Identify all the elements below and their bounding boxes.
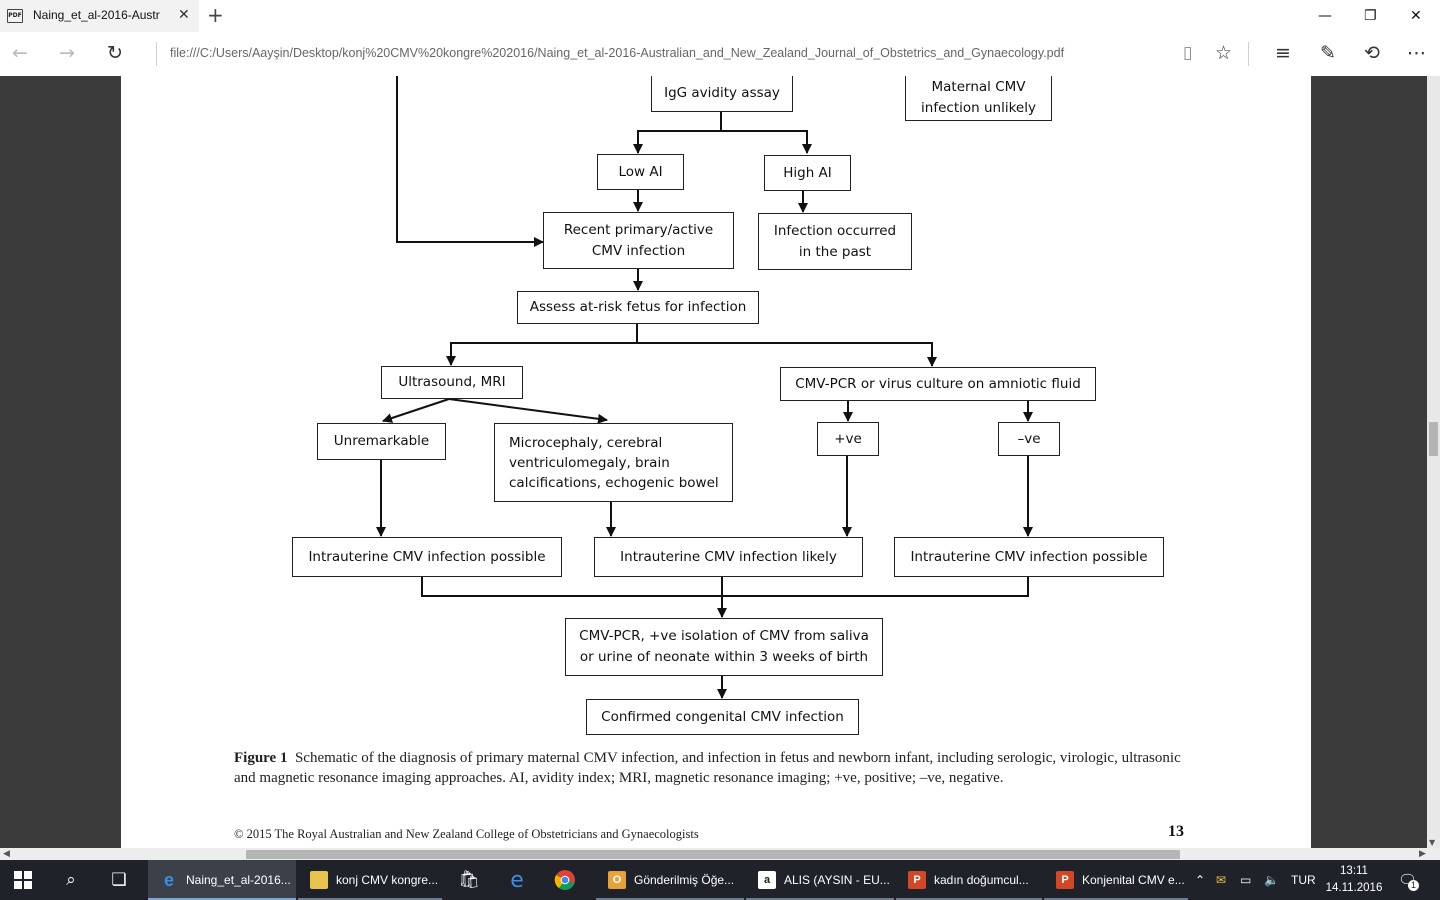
hub-icon[interactable]: ≡ [1275, 42, 1291, 64]
copyright-footer: © 2015 The Royal Australian and New Zeal… [234, 827, 699, 841]
tab-title: Naing_et_al-2016-Austr [33, 8, 160, 22]
vertical-scrollbar[interactable] [1427, 76, 1440, 848]
horizontal-scroll-thumb[interactable] [246, 850, 1180, 859]
scroll-left-icon[interactable]: ◀ [3, 849, 10, 859]
scroll-down-icon[interactable]: ▼ [1429, 838, 1436, 847]
restore-icon[interactable]: ❐ [1364, 8, 1377, 24]
assess-fetus-box: Assess at-risk fetus for infection [517, 291, 759, 324]
taskbar-app-edge-pdf[interactable]: e Naing_et_al-2016... [148, 860, 296, 900]
neonate-pcr-box: CMV-PCR, +ve isolation of CMV from saliv… [565, 618, 883, 676]
edge-pinned-icon[interactable]: e [510, 867, 524, 893]
running-indicator [746, 898, 894, 900]
igg-avidity-box: IgG avidity assay [651, 76, 793, 112]
high-ai-box: High AI [764, 155, 851, 191]
possible-left-box: Intrauterine CMV infection possible [292, 537, 562, 577]
viewer-margin-right [1311, 76, 1427, 848]
running-indicator [896, 898, 1042, 900]
mail-tray-icon[interactable]: ✉ [1216, 873, 1227, 887]
viewer-margin-left [0, 76, 121, 848]
windows-taskbar: ⌕ ❏ e Naing_et_al-2016... konj CMV kongr… [0, 860, 1440, 900]
taskbar-app-label: Konjenital CMV e... [1082, 873, 1185, 887]
minimize-icon[interactable]: — [1318, 8, 1332, 24]
web-note-icon[interactable]: ✎ [1320, 42, 1336, 64]
pdf-viewer: ▼ [0, 76, 1440, 848]
positive-box: +ve [817, 422, 879, 456]
running-indicator [298, 898, 442, 900]
possible-right-box: Intrauterine CMV infection possible [894, 537, 1164, 577]
powerpoint-icon: P [1056, 871, 1074, 889]
figure-caption-text: Schematic of the diagnosis of primary ma… [234, 750, 1181, 786]
taskbar-app-label: konj CMV kongre... [336, 873, 439, 887]
taskbar-app-explorer[interactable]: konj CMV kongre... [298, 860, 442, 900]
task-view-icon[interactable]: ❏ [111, 870, 127, 890]
folder-icon [310, 871, 328, 889]
notification-badge: 1 [1408, 880, 1419, 891]
taskbar-app-label: Naing_et_al-2016... [186, 873, 291, 887]
clock-time: 13:11 [1340, 865, 1368, 877]
address-separator [156, 42, 157, 66]
figure-caption: Figure 1 Schematic of the diagnosis of p… [234, 748, 1199, 788]
outlook-icon: O [608, 871, 626, 889]
browser-titlebar: PDF Naing_et_al-2016-Austr ✕ + — ❐ ✕ [0, 0, 1440, 32]
edge-icon: e [163, 869, 174, 890]
reading-view-icon[interactable]: ▯ [1183, 43, 1193, 63]
pdf-icon: PDF [7, 9, 23, 23]
taskbar-app-powerpoint-2[interactable]: P Konjenital CMV e... [1044, 860, 1188, 900]
network-icon[interactable]: ▭ [1240, 873, 1252, 887]
active-indicator [148, 898, 296, 900]
windows-start-icon[interactable] [0, 860, 46, 900]
negative-box: –ve [998, 422, 1060, 456]
low-ai-box: Low AI [597, 154, 684, 190]
clock-date: 14.11.2016 [1325, 882, 1383, 894]
chrome-icon[interactable] [542, 860, 588, 900]
search-icon[interactable]: ⌕ [66, 870, 76, 890]
taskbar-app-label: ALIS (AYSIN - EU... [784, 873, 890, 887]
vertical-scroll-thumb[interactable] [1429, 422, 1438, 456]
taskbar-app-outlook[interactable]: O Gönderilmiş Öğe... [596, 860, 744, 900]
flowchart-connectors [376, 76, 1033, 699]
close-tab-icon[interactable]: ✕ [178, 7, 190, 23]
taskbar-app-label: kadın doğumcul... [934, 873, 1029, 887]
unremarkable-box: Unremarkable [317, 423, 446, 460]
taskbar-app-powerpoint-1[interactable]: P kadın doğumcul... [896, 860, 1042, 900]
figure-label: Figure 1 [234, 750, 288, 766]
store-icon[interactable]: 🛍 [458, 870, 480, 890]
alis-icon: a [758, 871, 776, 889]
favorite-star-icon[interactable]: ☆ [1215, 42, 1233, 64]
close-window-icon[interactable]: ✕ [1410, 8, 1422, 24]
powerpoint-icon: P [908, 871, 926, 889]
running-indicator [1044, 898, 1188, 900]
confirmed-box: Confirmed congenital CMV infection [586, 699, 859, 735]
likely-box: Intrauterine CMV infection likely [594, 537, 863, 577]
taskbar-app-alis[interactable]: a ALIS (AYSIN - EU... [746, 860, 894, 900]
toolbar-separator [1248, 42, 1249, 66]
taskbar-clock[interactable]: 13:11 14.11.2016 [1322, 863, 1386, 897]
back-icon[interactable]: ← [12, 42, 28, 64]
ultrasound-mri-box: Ultrasound, MRI [381, 366, 523, 399]
running-indicator [596, 898, 744, 900]
recent-primary-box: Recent primary/active CMV infection [543, 212, 734, 269]
cmv-pcr-amniotic-box: CMV-PCR or virus culture on amniotic flu… [780, 367, 1096, 401]
address-bar[interactable]: file:///C:/Users/Aayşin/Desktop/konj%20C… [170, 46, 1065, 60]
language-indicator[interactable]: TUR [1291, 873, 1316, 887]
microcephaly-box: Microcephaly, cerebral ventriculomegaly,… [494, 423, 733, 502]
tray-overflow-icon[interactable]: ⌃ [1195, 873, 1206, 887]
taskbar-app-label: Gönderilmiş Öğe... [634, 873, 735, 887]
forward-icon[interactable]: → [59, 42, 75, 64]
infection-past-box: Infection occurred in the past [758, 213, 912, 270]
maternal-unlikely-box: Maternal CMV infection unlikely [905, 76, 1052, 121]
share-icon[interactable]: ⟲ [1364, 42, 1380, 64]
more-icon[interactable]: ⋯ [1407, 42, 1426, 64]
browser-navbar: ← → ↻ file:///C:/Users/Aayşin/Desktop/ko… [0, 32, 1440, 77]
browser-tab[interactable]: PDF Naing_et_al-2016-Austr ✕ [0, 0, 199, 32]
page-number: 13 [1168, 823, 1184, 840]
refresh-icon[interactable]: ↻ [107, 42, 123, 64]
pdf-page: IgG avidity assay Maternal CMV infection… [121, 76, 1311, 848]
volume-icon[interactable]: 🔈 [1264, 873, 1279, 887]
new-tab-icon[interactable]: + [207, 3, 224, 27]
scroll-right-icon[interactable]: ▶ [1419, 849, 1426, 859]
